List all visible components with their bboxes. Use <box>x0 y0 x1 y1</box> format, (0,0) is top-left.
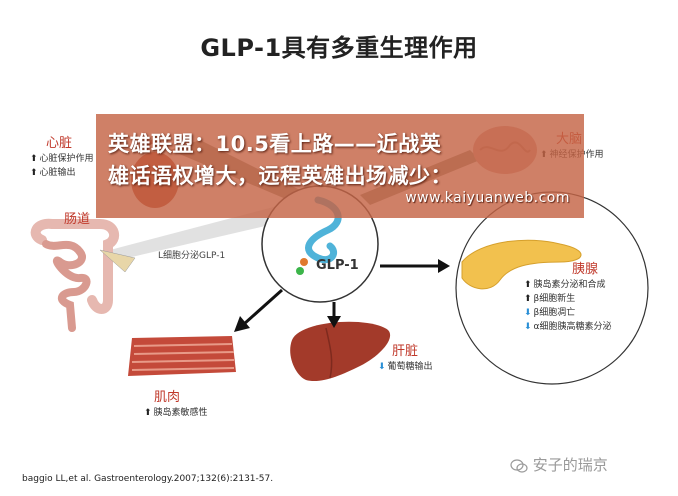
up-arrow-icon: ⬆ <box>144 408 152 418</box>
pancreas-organ-icon <box>461 239 582 290</box>
l-cell-label: L细胞分泌GLP-1 <box>158 251 226 261</box>
heart-effects: ⬆心脏保护作用 ⬆心脏输出 <box>30 152 94 180</box>
overlay-headline-line1: 英雄联盟：10.5看上路——近战英 <box>108 132 442 156</box>
up-arrow-icon: ⬆ <box>524 280 532 290</box>
intestine-organ-icon <box>30 218 120 332</box>
muscle-tissue-icon <box>128 336 236 376</box>
pancreas-effect-2: ⬆β细胞新生 <box>524 294 576 304</box>
pancreas-effect-1: ⬆胰岛素分泌和合成 <box>524 280 606 290</box>
overlay-headline-line2: 雄话语权增大，远程英雄出场减少： <box>108 164 452 188</box>
pancreas-label: 胰腺 <box>572 262 599 277</box>
down-arrow-icon: ⬇ <box>524 322 532 332</box>
up-arrow-icon: ⬆ <box>30 154 38 164</box>
muscle-effect-1: ⬆胰岛素敏感性 <box>144 408 208 418</box>
heart-effect-2: ⬆心脏输出 <box>30 168 76 178</box>
citation: baggio LL,et al. Gastroenterology.2007;1… <box>22 474 274 484</box>
arrow-to-liver <box>327 302 341 328</box>
watermark: 安子的瑞京 <box>510 454 608 475</box>
watermark-text: 安子的瑞京 <box>532 456 608 474</box>
muscle-effects: ⬆胰岛素敏感性 <box>144 406 208 420</box>
up-arrow-icon: ⬆ <box>30 168 38 178</box>
liver-effect-1: ⬇葡萄糖输出 <box>378 362 433 372</box>
arrow-to-pancreas <box>380 259 450 273</box>
liver-organ-icon <box>290 321 391 382</box>
overlay-url-link[interactable]: www.kaiyuanweb.com <box>405 190 570 206</box>
down-arrow-icon: ⬇ <box>524 308 532 318</box>
l-cell-icon <box>99 249 136 273</box>
pancreas-effects: ⬆胰岛素分泌和合成 ⬆β细胞新生 ⬇β细胞凋亡 ⬇α细胞胰高糖素分泌 <box>524 278 611 334</box>
liver-effects: ⬇葡萄糖输出 <box>378 360 433 374</box>
heart-label: 心脏 <box>46 136 73 151</box>
wechat-icon <box>510 458 528 473</box>
pancreas-effect-4: ⬇α细胞胰高糖素分泌 <box>524 322 612 332</box>
page-title: GLP-1具有多重生理作用 <box>200 34 478 62</box>
liver-label: 肝脏 <box>392 344 419 359</box>
muscle-label: 肌肉 <box>154 390 181 405</box>
up-arrow-icon: ⬆ <box>524 294 532 304</box>
down-arrow-icon: ⬇ <box>378 362 386 372</box>
heart-effect-1: ⬆心脏保护作用 <box>30 154 94 164</box>
intestine-label: 肠道 <box>64 212 91 227</box>
headline-overlay[interactable]: 英雄联盟：10.5看上路——近战英 雄话语权增大，远程英雄出场减少： www.k… <box>96 114 584 218</box>
glp1-label: GLP-1 <box>316 258 359 273</box>
pancreas-effect-3: ⬇β细胞凋亡 <box>524 308 576 318</box>
arrow-to-muscle <box>234 288 284 332</box>
